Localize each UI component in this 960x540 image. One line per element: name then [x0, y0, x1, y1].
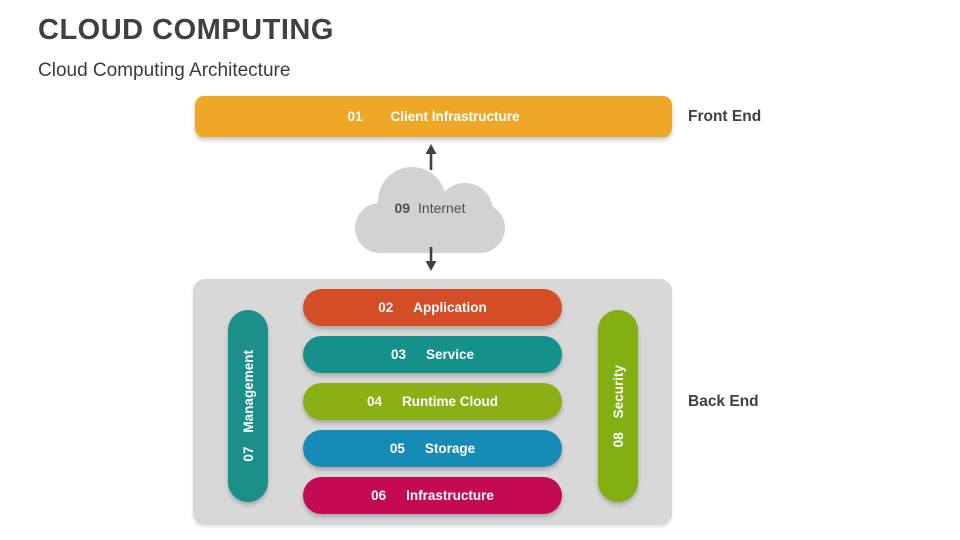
layer-number: 04 [366, 394, 383, 409]
layer-label: Application [413, 300, 487, 315]
pill-number: 07 [240, 446, 256, 462]
layer-label: Infrastructure [406, 488, 494, 503]
layer-number: 02 [378, 300, 394, 315]
pill-security-text: 08 Security [611, 365, 626, 447]
internet-node: 09 Internet [355, 200, 505, 216]
layer-number: 03 [390, 347, 406, 362]
back-end-section-label: Back End [688, 393, 759, 410]
layer-bar-application: 02 Application [303, 289, 562, 326]
page-title: CLOUD COMPUTING [38, 14, 334, 46]
layer-label: Runtime Cloud [402, 394, 499, 409]
layer-bar-storage: 05 Storage [303, 430, 562, 467]
front-end-section-label: Front End [688, 108, 762, 125]
pill-label: Management [240, 350, 256, 433]
layer-label: Service [425, 347, 475, 362]
front-end-bar-number: 01 [347, 109, 363, 124]
pill-management: 07 Management [228, 310, 268, 502]
layer-label: Storage [424, 441, 476, 456]
layer-bar-infrastructure: 06 Infrastructure [303, 477, 562, 514]
layer-number: 05 [389, 441, 405, 456]
arrow-up-icon [425, 144, 437, 170]
internet-label: Internet [418, 200, 466, 216]
layer-bar-runtime-cloud: 04 Runtime Cloud [303, 383, 562, 420]
pill-management-text: 07 Management [241, 350, 256, 462]
cloud-icon [355, 167, 505, 253]
pill-number: 08 [610, 432, 626, 448]
pill-label: Security [610, 364, 626, 419]
page-subtitle: Cloud Computing Architecture [38, 60, 291, 81]
pill-security: 08 Security [598, 310, 638, 502]
layer-bar-service: 03 Service [303, 336, 562, 373]
front-end-bar-label: Client Infrastructure [390, 109, 520, 124]
front-end-bar: 01 Client Infrastructure [195, 96, 672, 137]
internet-number: 09 [394, 200, 411, 216]
layer-number: 06 [371, 488, 387, 503]
arrow-down-icon [425, 247, 437, 271]
